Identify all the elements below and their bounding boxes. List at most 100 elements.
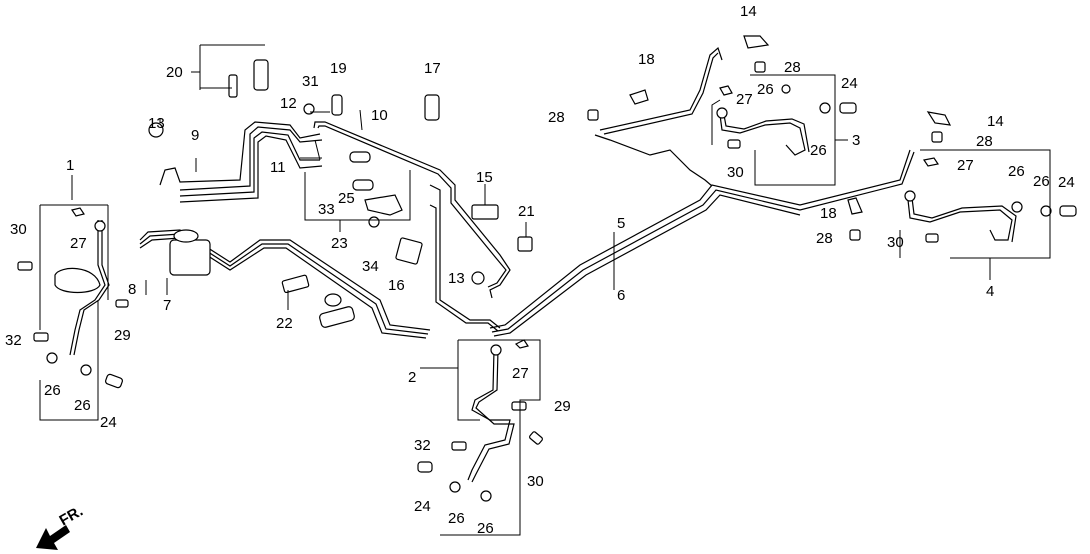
bracket-20 [253,59,269,91]
label-9: 9 [191,127,199,144]
label-21: 21 [518,203,535,220]
washer-26h [1040,205,1052,217]
grommet-13b [471,271,485,285]
label-18a: 18 [638,51,655,68]
washer-26e [781,84,791,94]
washer-26a [46,352,58,364]
bolt-32a [33,332,49,342]
washer-26g [1011,201,1023,213]
label-24b: 24 [414,498,431,515]
clip-27c [719,85,733,96]
label-27b: 27 [512,365,529,382]
label-28b: 28 [548,109,565,126]
bolt-28c [931,131,943,143]
label-24d: 24 [1058,174,1075,191]
label-4: 4 [986,283,994,300]
label-25: 25 [338,190,355,207]
label-16: 16 [388,277,405,294]
joint-23a [349,151,371,163]
reservoir [173,229,199,243]
hose-3 [719,114,806,156]
label-26c: 26 [448,510,465,527]
block-22 [281,274,310,294]
label-26g: 26 [1008,163,1025,180]
nut-34 [368,216,380,228]
callout-labels: 1 2 3 4 5 6 7 8 9 10 11 12 13 13 14 14 1… [5,3,1075,537]
clip-21 [517,236,533,252]
bolt-28d [849,229,861,241]
clip-27d [923,157,939,167]
label-3: 3 [852,132,860,149]
front-direction-label: FR. [57,503,86,530]
hose-4 [907,199,1013,241]
label-2: 2 [408,369,416,386]
washer-26f [819,102,831,114]
label-32a: 32 [5,332,22,349]
label-17: 17 [424,60,441,77]
bolt-30b [529,431,543,445]
clip-15 [471,204,499,220]
modulator-block [169,239,211,276]
label-27a: 27 [70,235,87,252]
bracket-14a [743,35,770,49]
cylinder-body [319,306,355,328]
label-31: 31 [302,73,319,90]
label-19: 19 [330,60,347,77]
label-10: 10 [371,107,388,124]
label-18b: 18 [820,205,837,222]
front-arrow-icon: FR. [36,503,86,550]
label-13b: 13 [448,270,465,287]
bolt-24d [1059,205,1077,217]
label-13a: 13 [148,115,165,132]
label-29a: 29 [114,327,131,344]
label-5: 5 [617,215,625,232]
clamp-18a [629,89,649,105]
label-30c: 30 [727,164,744,181]
label-20: 20 [166,64,183,81]
hose-1 [69,220,106,356]
label-26e: 26 [757,81,774,98]
hose-2 [467,349,511,481]
label-26h: 26 [1033,173,1050,190]
clip-20 [228,74,238,98]
bolt-24a [105,373,123,389]
label-24a: 24 [100,414,117,431]
clip-27b [514,339,529,349]
components [17,35,1077,502]
label-14b: 14 [987,113,1004,130]
label-12: 12 [280,95,297,112]
bolt-30c [727,139,741,149]
clamp-18b [847,197,863,215]
bracket-14b [926,111,952,126]
bolt-24c [839,102,857,114]
label-22: 22 [276,315,293,332]
label-26a: 26 [44,382,61,399]
label-8: 8 [128,281,136,298]
label-15: 15 [476,169,493,186]
label-24c: 24 [841,75,858,92]
clamp-19 [331,94,343,116]
label-1: 1 [66,157,74,174]
bolt-30a [17,261,33,271]
bolt-29a [115,299,129,308]
label-27d: 27 [957,157,974,174]
label-23: 23 [331,235,348,252]
label-29b: 29 [554,398,571,415]
bolt-28a [754,61,766,73]
label-34: 34 [362,258,379,275]
label-11: 11 [270,159,286,176]
bolt-30d [925,233,939,243]
washer-26b [80,364,92,376]
label-26b: 26 [74,397,91,414]
label-30b: 30 [527,473,544,490]
leader-lines [39,44,1051,536]
label-27c: 27 [736,91,753,108]
block-16 [395,237,423,265]
clip-27a [71,207,85,217]
label-33: 33 [318,201,335,218]
bolt-32b [451,441,467,451]
label-6: 6 [617,287,625,304]
washer-26d [480,490,492,502]
